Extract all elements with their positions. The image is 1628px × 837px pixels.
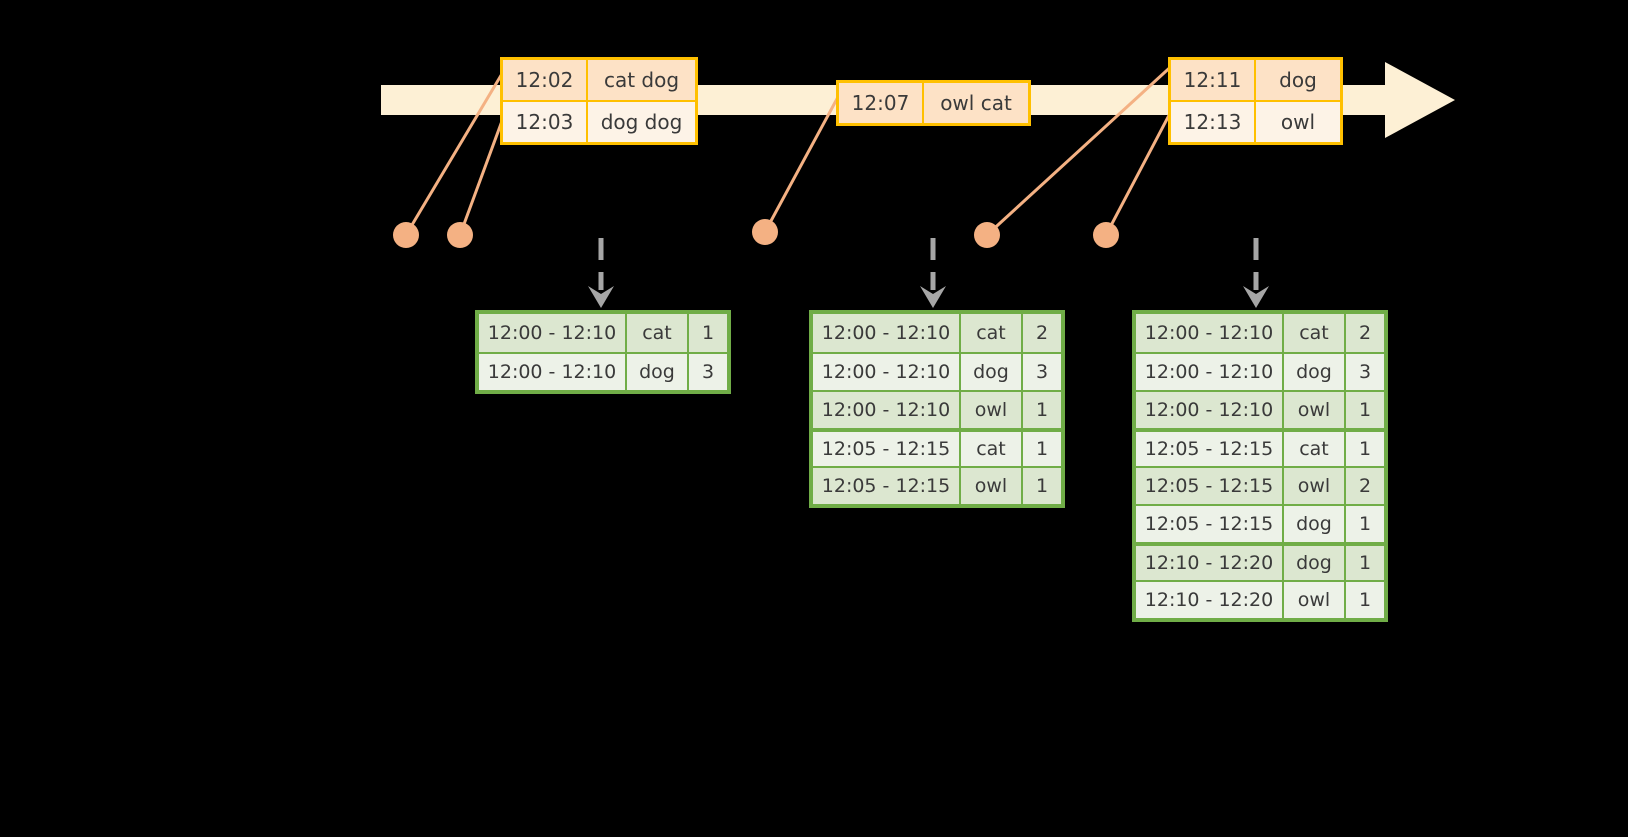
window-cell: 12:00 - 12:10 [813, 392, 961, 428]
dashed-arrow-1-head [588, 286, 614, 308]
count-cell: 3 [1346, 354, 1384, 390]
count-cell: 2 [1023, 314, 1061, 352]
dot-12-02 [393, 222, 419, 248]
count-cell: 1 [1023, 432, 1061, 466]
window-cell: 12:05 - 12:15 [1136, 432, 1284, 466]
event-timestamp: 12:02 [503, 60, 588, 100]
window-cell: 12:05 - 12:15 [813, 432, 961, 466]
connector-12-13 [1104, 101, 1178, 236]
dot-12-11 [974, 222, 1000, 248]
event-timestamp: 12:13 [1171, 102, 1256, 142]
event-timestamp: 12:03 [503, 102, 588, 142]
word-cell: dog [1284, 506, 1346, 542]
connector-dots-group [393, 219, 1119, 248]
count-cell: 1 [1023, 468, 1061, 504]
window-cell: 12:00 - 12:10 [1136, 314, 1284, 352]
event-words: cat dog [588, 60, 695, 100]
word-cell: cat [961, 314, 1023, 352]
window-cell: 12:05 - 12:15 [1136, 468, 1284, 504]
dashed-arrow-3-head [1243, 286, 1269, 308]
count-cell: 3 [1023, 354, 1061, 390]
word-cell: dog [961, 354, 1023, 390]
event-timestamp: 12:11 [1171, 60, 1256, 100]
window-cell: 12:00 - 12:10 [813, 354, 961, 390]
word-cell: dog [627, 354, 689, 390]
word-cell: owl [1284, 582, 1346, 618]
window-cell: 12:00 - 12:10 [1136, 392, 1284, 428]
dot-12-07 [752, 219, 778, 245]
window-cell: 12:00 - 12:10 [479, 314, 627, 352]
dot-12-03 [447, 222, 473, 248]
window-cell: 12:00 - 12:10 [479, 354, 627, 390]
count-cell: 2 [1346, 468, 1384, 504]
count-cell: 1 [1346, 506, 1384, 542]
connector-12-11 [985, 60, 1178, 237]
word-cell: dog [1284, 546, 1346, 580]
word-cell: owl [1284, 392, 1346, 428]
count-cell: 3 [689, 354, 727, 390]
word-cell: owl [961, 468, 1023, 504]
word-cell: cat [961, 432, 1023, 466]
window-cell: 12:10 - 12:20 [1136, 546, 1284, 580]
event-timestamp: 12:07 [839, 83, 924, 123]
count-cell: 1 [1346, 546, 1384, 580]
event-words: dog [1256, 60, 1340, 100]
connector-12-02 [404, 61, 511, 236]
count-cell: 1 [1346, 392, 1384, 428]
count-cell: 2 [1346, 314, 1384, 352]
connector-12-07 [763, 83, 847, 233]
count-cell: 1 [1346, 582, 1384, 618]
word-cell: cat [1284, 432, 1346, 466]
event-words: owl cat [924, 83, 1028, 123]
count-cell: 1 [689, 314, 727, 352]
event-words: dog dog [588, 102, 695, 142]
dashed-arrow-2-head [920, 286, 946, 308]
word-cell: owl [1284, 468, 1346, 504]
count-cell: 1 [1023, 392, 1061, 428]
word-cell: dog [1284, 354, 1346, 390]
word-cell: cat [627, 314, 689, 352]
dot-12-13 [1093, 222, 1119, 248]
window-cell: 12:05 - 12:15 [813, 468, 961, 504]
word-cell: cat [1284, 314, 1346, 352]
window-cell: 12:05 - 12:15 [1136, 506, 1284, 542]
count-cell: 1 [1346, 432, 1384, 466]
event-words: owl [1256, 102, 1340, 142]
window-cell: 12:00 - 12:10 [1136, 354, 1284, 390]
dashed-arrows-group [588, 238, 1269, 308]
word-cell: owl [961, 392, 1023, 428]
window-cell: 12:00 - 12:10 [813, 314, 961, 352]
window-cell: 12:10 - 12:20 [1136, 582, 1284, 618]
